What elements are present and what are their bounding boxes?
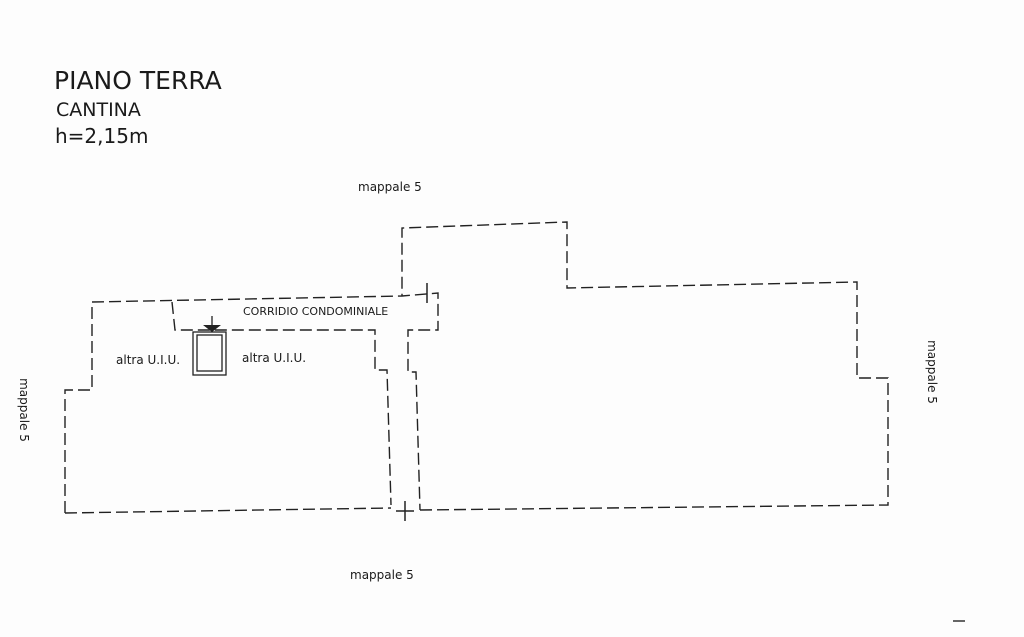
label-other-unit-left: altra U.I.U. bbox=[116, 353, 181, 367]
right-unit-outline bbox=[401, 221, 889, 511]
left-unit-bottom bbox=[64, 507, 392, 514]
label-corridor: CORRIDIO CONDOMINIALE bbox=[243, 305, 389, 318]
corridor-wall bbox=[171, 301, 392, 506]
left-unit-outline bbox=[64, 292, 439, 513]
plan-title: PIANO TERRA bbox=[54, 66, 222, 95]
ceiling-height: h=2,15m bbox=[55, 124, 149, 148]
plan-subtitle: CANTINA bbox=[56, 99, 141, 121]
arrow-down-icon bbox=[203, 325, 221, 332]
stair-icon bbox=[192, 316, 227, 376]
label-bottom-boundary: mappale 5 bbox=[350, 568, 414, 582]
label-other-unit-right: altra U.I.U. bbox=[242, 351, 307, 365]
label-top-boundary: mappale 5 bbox=[358, 180, 422, 194]
